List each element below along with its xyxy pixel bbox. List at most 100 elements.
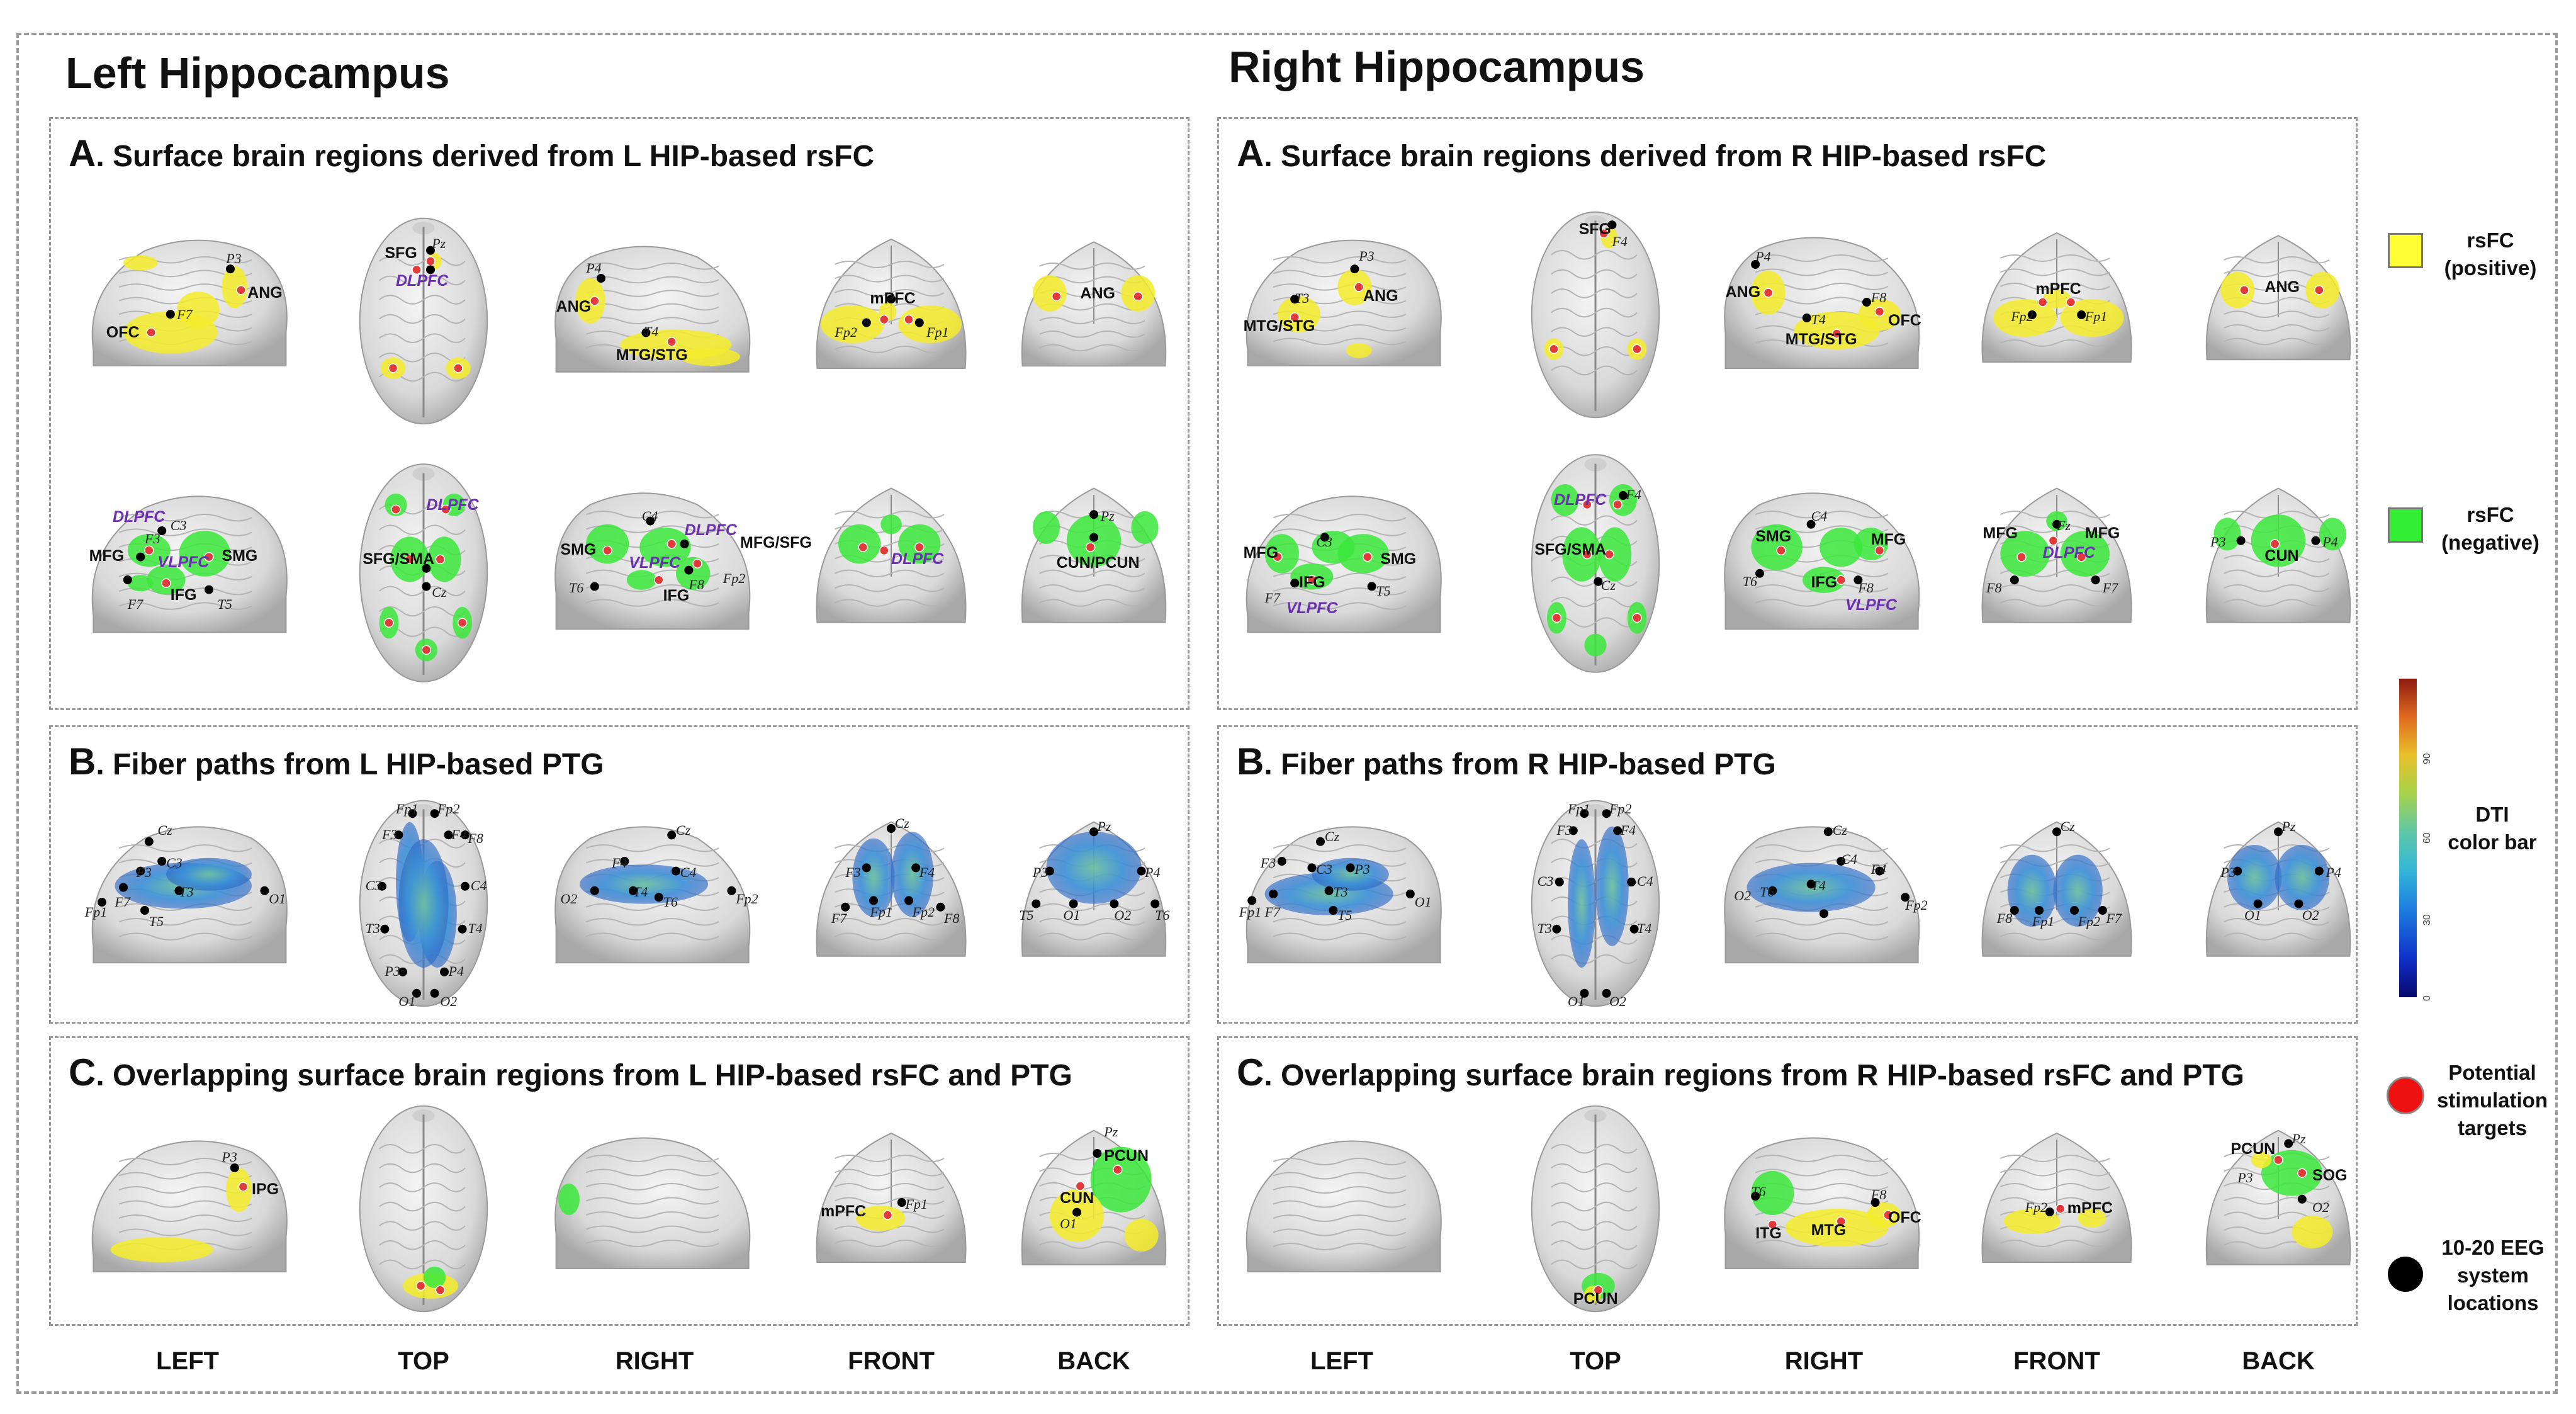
eeg-site-label: Fp2: [723, 570, 746, 586]
eeg-site-label: Fp2: [1609, 800, 1632, 817]
region-label: MFG: [2084, 524, 2120, 542]
gyrus-line: [378, 1201, 466, 1212]
eeg-electrode-dot: [1870, 1198, 1880, 1207]
brain-top-svg: [359, 1105, 488, 1313]
region-label: MFG: [1870, 531, 1906, 549]
brain-back-svg: [1021, 241, 1167, 367]
left-panel-b: B. Fiber paths from L HIP-based PTG: [49, 725, 1190, 1024]
eeg-site-label: Pz: [1100, 507, 1115, 524]
gyrus-line: [585, 1240, 719, 1247]
gyrus-line: [585, 844, 719, 852]
gyrus-line: [118, 844, 252, 852]
eeg-electrode-dot: [590, 886, 599, 895]
activation-region: [1090, 1146, 1152, 1213]
gyrus-line: [834, 511, 945, 519]
brain-view-top: [354, 1102, 493, 1316]
gyrus-line: [1273, 1158, 1407, 1165]
eeg-electrode-dot: [897, 1198, 906, 1207]
eeg-electrode-dot: [2035, 906, 2044, 915]
activation-region: [110, 1237, 213, 1262]
eeg-site-label: Pz: [1104, 1124, 1118, 1140]
legend-dti-line2: color bar: [2448, 830, 2537, 854]
eeg-site-label: T5: [217, 596, 232, 612]
gyrus-line: [1039, 263, 1145, 270]
eeg-site-label: F8: [1996, 910, 2013, 926]
stimulation-target-dot: [391, 504, 401, 514]
eeg-electrode-dot: [2070, 906, 2079, 915]
eeg-site-label: P3: [2237, 1170, 2253, 1185]
eeg-site-label: Pz: [2292, 1130, 2306, 1146]
eeg-electrode-dot: [1552, 924, 1561, 934]
gyrus-line: [1999, 599, 2110, 607]
panel-title: A. Surface brain regions derived from L …: [69, 132, 875, 174]
brain-top-svg: [1531, 800, 1660, 1007]
fiber-bundle: [1595, 826, 1629, 946]
stimulation-target-dot: [1599, 229, 1609, 239]
eeg-site-label: P4: [2322, 534, 2338, 550]
brain-left-svg: [91, 1140, 288, 1272]
legend-targets-line3: targets: [2457, 1116, 2528, 1140]
eeg-site-label: P3: [2220, 864, 2236, 881]
eeg-electrode-dot: [123, 575, 132, 584]
region-label: ANG: [556, 298, 592, 316]
gyrus-line: [1273, 1186, 1407, 1194]
eeg-electrode-dot: [98, 898, 106, 907]
region-label: IPG: [252, 1180, 279, 1198]
activation-region: [2060, 299, 2124, 337]
eeg-site-label: O1: [1060, 1215, 1077, 1231]
eeg-electrode-dot: [1290, 579, 1300, 588]
eeg-site-label: F7: [1264, 903, 1281, 920]
eeg-electrode-dot: [461, 830, 470, 840]
brain-back-svg: [1021, 487, 1167, 623]
eeg-electrode-dot: [430, 988, 439, 998]
eeg-electrode-dot: [226, 264, 235, 274]
gyrus-line: [1550, 1240, 1638, 1250]
eeg-site-label: O1: [1568, 993, 1585, 1009]
eeg-electrode-dot: [1093, 1149, 1102, 1158]
eeg-electrode-dot: [1277, 857, 1286, 866]
eeg-electrode-dot: [2233, 866, 2242, 876]
gyrus-line: [118, 1158, 252, 1165]
stimulation-target-dot: [2055, 1204, 2066, 1214]
eeg-site-label: T6: [1760, 884, 1775, 900]
gyrus-line: [834, 1197, 945, 1205]
gyrus-line: [585, 584, 719, 592]
stimulation-target-dot: [602, 545, 612, 556]
stimulation-target-dot: [2239, 285, 2249, 295]
eeg-site-label: O2: [2302, 907, 2319, 923]
stimulation-target-dot: [1051, 291, 1062, 302]
gyrus-line: [1039, 932, 1145, 941]
brain-view-right: [548, 1124, 762, 1281]
brain-view-left: [1235, 1127, 1449, 1284]
gyrus-line: [834, 932, 945, 941]
stimulation-target-dot: [2066, 297, 2076, 307]
eeg-site-label: T4: [468, 920, 483, 937]
region-label: CUN/PCUN: [1056, 553, 1140, 572]
activation-region: [179, 531, 230, 577]
eeg-electrode-dot: [144, 837, 154, 846]
eeg-site-label: Fp1: [2084, 308, 2108, 324]
activation-region: [1598, 527, 1632, 582]
eeg-site-label: C3: [1316, 861, 1332, 877]
gyrus-line: [834, 261, 945, 268]
eeg-site-label: F8: [1870, 1187, 1887, 1202]
brain-left-svg: [91, 495, 288, 633]
eeg-site-label: F8: [944, 910, 960, 926]
gyrus-line: [1550, 250, 1638, 260]
stimulation-target-dot: [1632, 344, 1642, 354]
eeg-site-label: Fp1: [84, 903, 108, 920]
eeg-site-label: O2: [1734, 887, 1752, 903]
eeg-site-label: C4: [1637, 873, 1653, 890]
brain-back-svg: [2205, 1129, 2351, 1265]
brain-left-svg: [1246, 826, 1442, 964]
eeg-electrode-dot: [2052, 827, 2061, 837]
eeg-site-label: T6: [1155, 907, 1170, 923]
region-label: ANG: [1080, 284, 1115, 302]
eeg-site-label: Cz: [1832, 822, 1847, 838]
brain-right-svg: [1724, 492, 1920, 630]
dti-tick: 0: [2422, 995, 2433, 1001]
region-label: VLPFC: [629, 553, 681, 572]
eeg-site-label: Cz: [676, 822, 691, 838]
eeg-site-label: P3: [2210, 534, 2226, 550]
